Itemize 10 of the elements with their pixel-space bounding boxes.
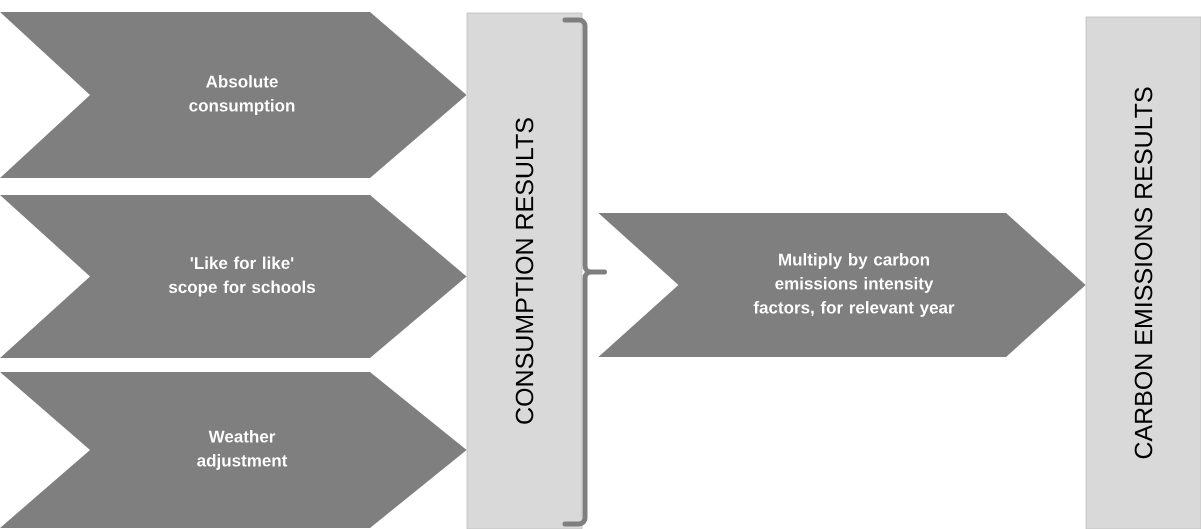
chevron-arrow [0, 12, 467, 178]
chevron-arrow [0, 372, 467, 528]
result-box: CONSUMPTION RESULTS [466, 12, 583, 529]
chevron-label: Absolute consumption [189, 75, 295, 115]
result-box: CARBON EMISSIONS RESULTS [1085, 16, 1201, 529]
chevron-arrow [0, 195, 467, 358]
chevron-label: 'Like for like' scope for schools [168, 256, 315, 297]
chevron-label: Weather adjustment [197, 430, 288, 470]
chevron-arrow [598, 213, 1086, 357]
chevron-label: Multiply by carbon emissions intensity factors, for relevant year [753, 253, 955, 317]
